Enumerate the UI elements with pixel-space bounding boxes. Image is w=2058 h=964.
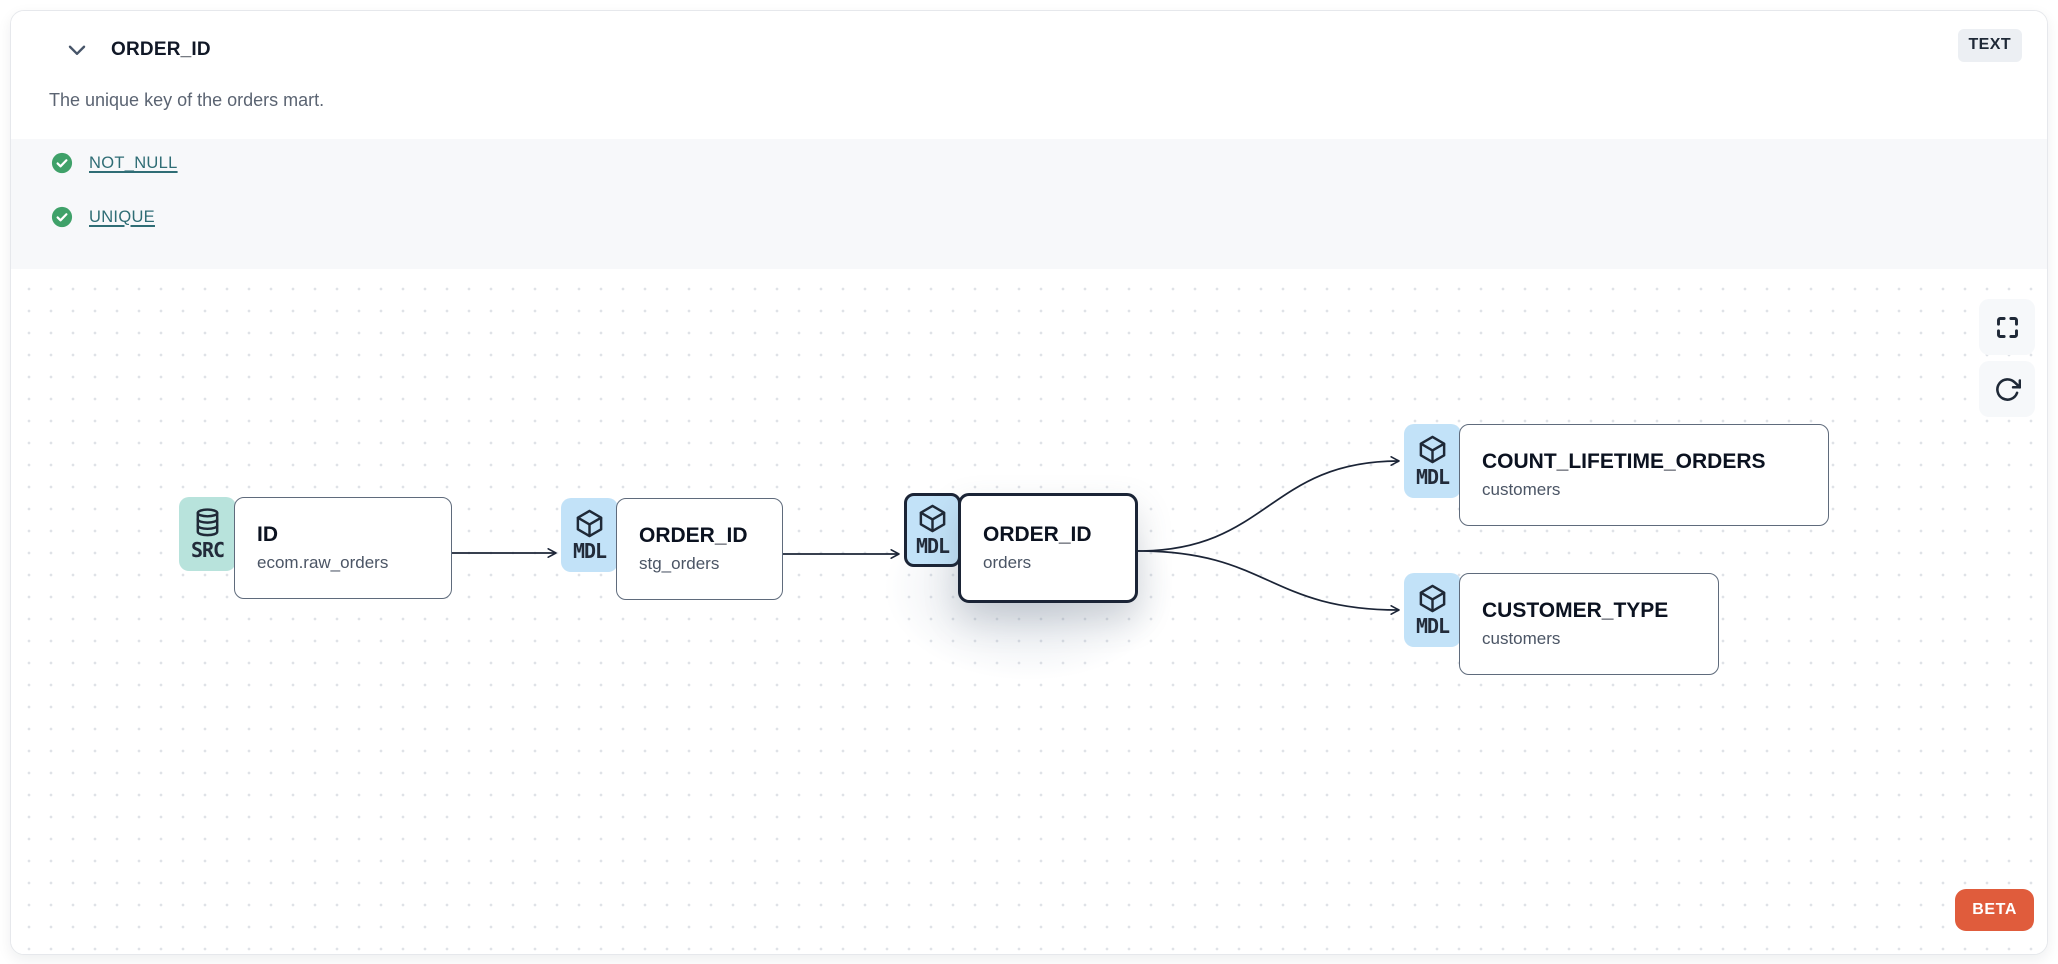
node-badge-label: SRC [190,538,225,562]
lineage-node-stg[interactable]: MDL ORDER_ID stg_orders [561,498,783,600]
node-title: ORDER_ID [983,523,1092,547]
fullscreen-icon [1994,314,2021,341]
panel-header: ORDER_ID TEXT The unique key of the orde… [11,11,2047,139]
node-type-badge: MDL [904,493,961,567]
node-subtitle: orders [983,553,1032,573]
lineage-node-ct[interactable]: MDL CUSTOMER_TYPE customers [1404,573,1719,675]
canvas-controls [1979,299,2035,417]
column-type-badge: TEXT [1957,29,2022,62]
node-title: ID [257,523,278,547]
node-badge-label: MDL [915,534,950,558]
lineage-node-raw[interactable]: SRC ID ecom.raw_orders [179,497,452,599]
node-badge-label: MDL [572,539,607,563]
cube-icon [1417,583,1448,614]
refresh-icon [1994,376,2021,403]
test-link[interactable]: UNIQUE [89,207,155,226]
fullscreen-button[interactable] [1979,299,2035,355]
test-item: UNIQUE [51,205,2047,229]
test-link[interactable]: NOT_NULL [89,153,178,172]
node-title: COUNT_LIFETIME_ORDERS [1482,450,1766,474]
node-type-badge: MDL [1404,573,1461,647]
check-circle-icon [51,206,73,228]
beta-badge: BETA [1955,889,2034,931]
check-circle-icon [51,152,73,174]
lineage-node-clo[interactable]: MDL COUNT_LIFETIME_ORDERS customers [1404,424,1829,526]
collapse-button[interactable] [63,36,91,64]
node-card: COUNT_LIFETIME_ORDERS customers [1459,424,1829,526]
node-subtitle: stg_orders [639,554,720,574]
node-type-badge: MDL [561,498,618,572]
node-type-badge: SRC [179,497,236,571]
cube-icon [917,503,948,534]
node-type-badge: MDL [1404,424,1461,498]
column-description: The unique key of the orders mart. [49,90,325,110]
cube-icon [1417,434,1448,465]
cube-icon [574,508,605,539]
node-subtitle: customers [1482,629,1561,649]
header-row: ORDER_ID TEXT [49,29,2022,65]
column-title: ORDER_ID [111,39,211,60]
tests-section: NOT_NULL UNIQUE [11,139,2047,269]
node-card: ORDER_ID stg_orders [616,498,783,600]
test-item: NOT_NULL [51,151,2047,175]
node-title: ORDER_ID [639,524,748,548]
chevron-down-icon [64,37,90,63]
node-badge-label: MDL [1415,614,1450,638]
node-title: CUSTOMER_TYPE [1482,599,1669,623]
database-icon [192,507,223,538]
refresh-button[interactable] [1979,361,2035,417]
node-card: ID ecom.raw_orders [234,497,452,599]
node-subtitle: customers [1482,480,1561,500]
node-card: CUSTOMER_TYPE customers [1459,573,1719,675]
node-badge-label: MDL [1415,465,1450,489]
node-subtitle: ecom.raw_orders [257,553,389,573]
column-details-panel: ORDER_ID TEXT The unique key of the orde… [10,10,2048,955]
